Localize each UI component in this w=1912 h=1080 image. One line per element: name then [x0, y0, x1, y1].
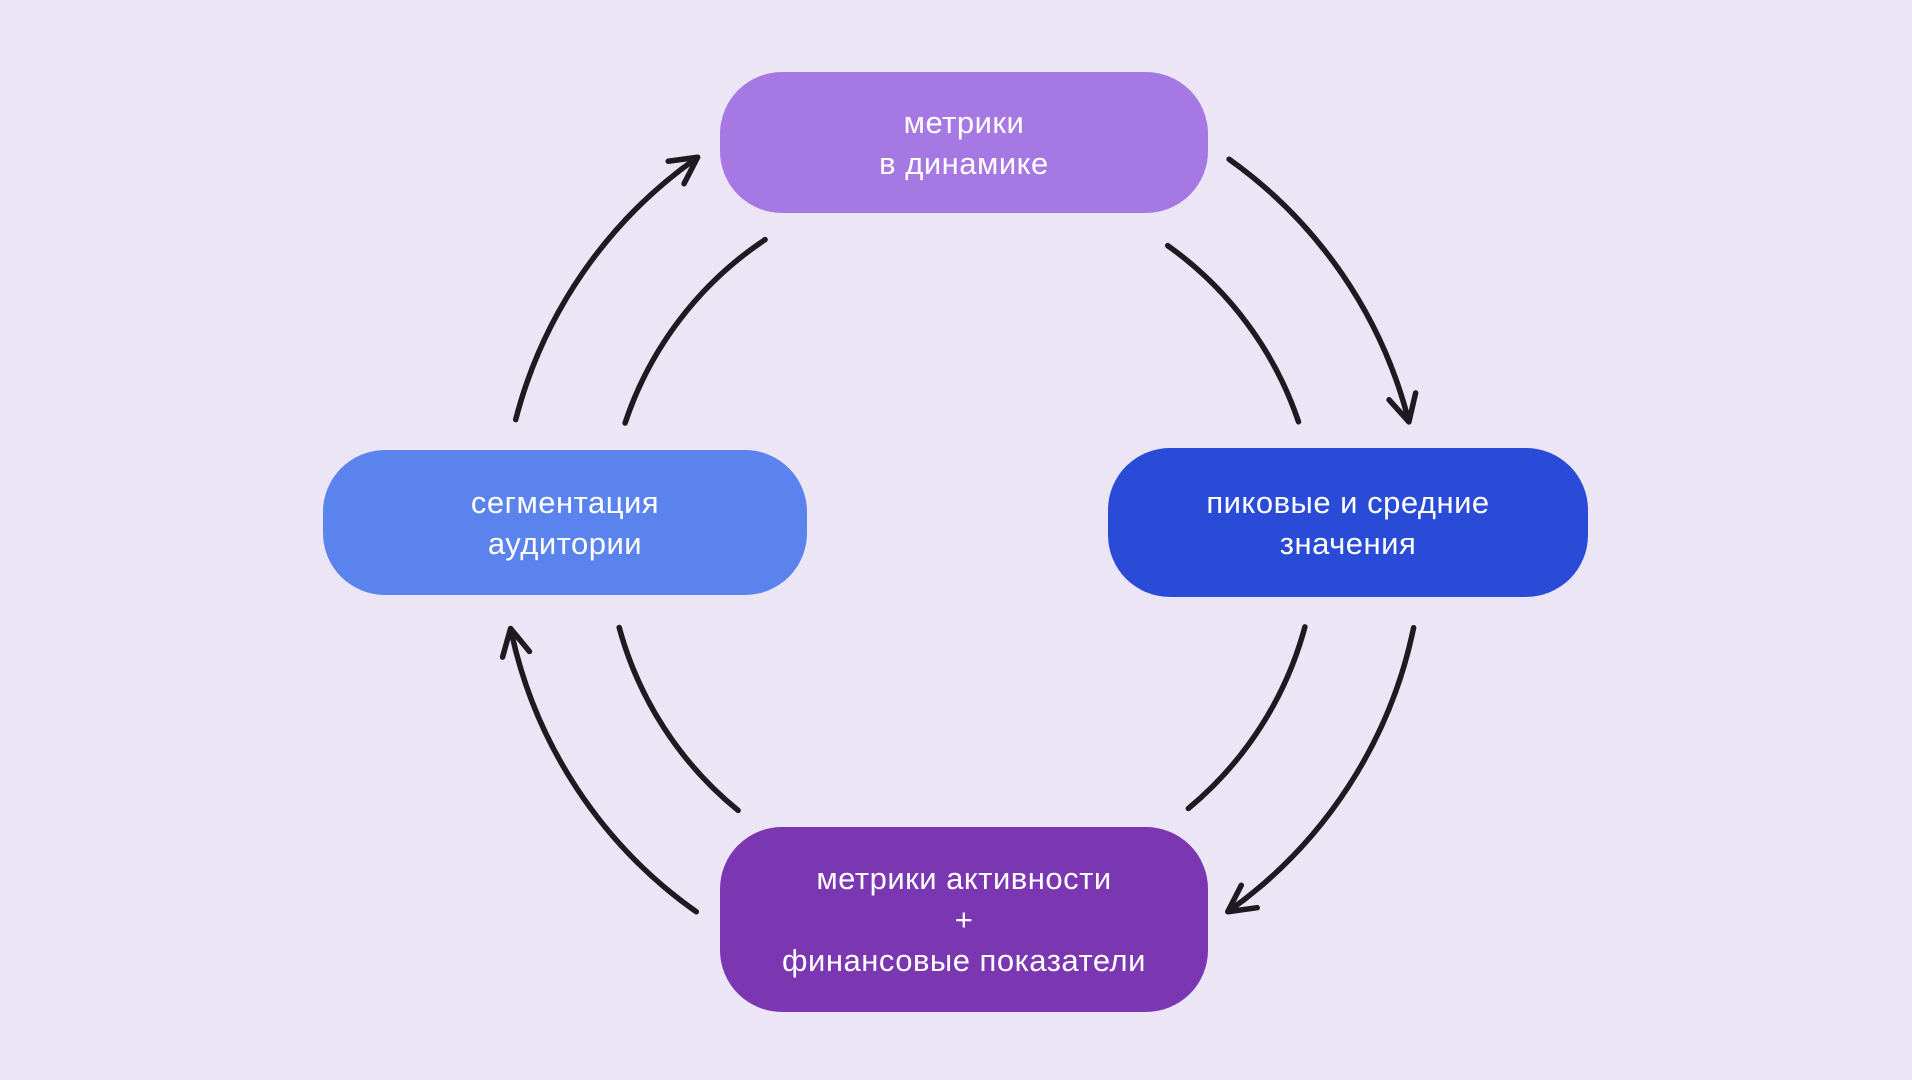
node-activity-financial-metrics: метрики активности + финансовые показате…	[720, 827, 1208, 1012]
node-label-line: значения	[1279, 525, 1417, 561]
node-label-line: +	[954, 902, 974, 937]
inner-arc-bottom-left	[616, 624, 741, 814]
arrow-left-to-top	[512, 154, 701, 423]
node-label-line: пиковые и средние	[1206, 484, 1490, 520]
node-label-line: финансовые показатели	[782, 943, 1146, 978]
node-peak-average-values: пиковые и средние значения	[1108, 448, 1588, 597]
arrow-top-to-right	[1226, 156, 1419, 425]
inner-arc-top-left	[622, 236, 768, 426]
inner-arc-bottom-right	[1185, 624, 1308, 812]
inner-arc-top-right	[1164, 242, 1302, 425]
node-label-line: сегментация	[470, 484, 660, 520]
node-audience-segmentation: сегментация аудитории	[323, 450, 807, 595]
node-label-line: аудитории	[487, 525, 643, 561]
node-metrics-dynamics: метрики в динамике	[720, 72, 1208, 213]
arrow-right-to-bottom	[1225, 624, 1417, 915]
node-label-line: метрики активности	[816, 861, 1112, 896]
node-label-line: в динамике	[879, 145, 1049, 181]
node-label-line: метрики	[903, 104, 1025, 140]
arrow-bottom-to-left	[499, 625, 700, 915]
